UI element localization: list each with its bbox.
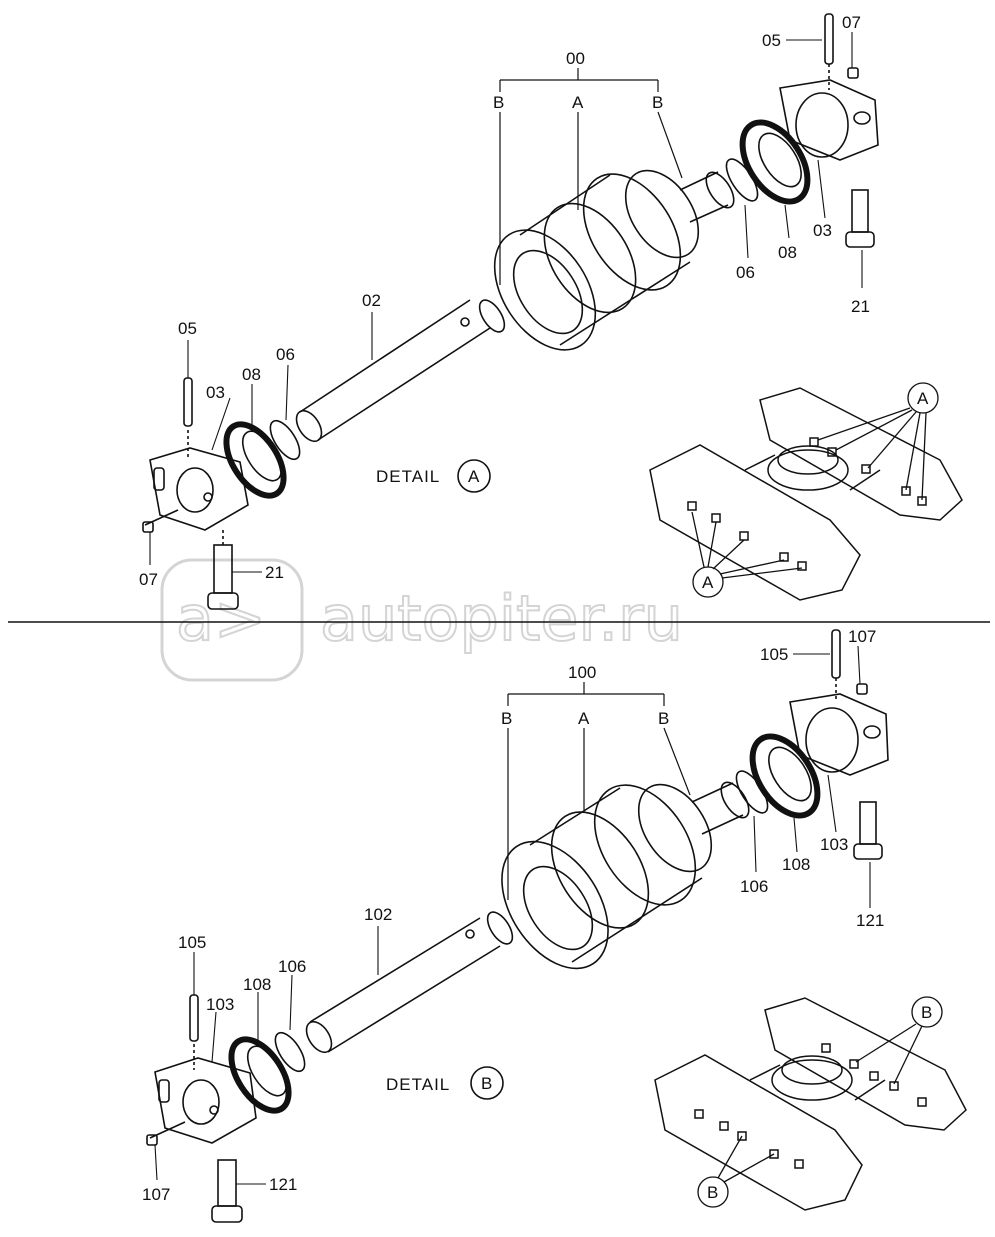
left-oring-06	[269, 419, 301, 461]
detail-b-assembly	[146, 629, 967, 1223]
label-plug-07-left: 07	[139, 570, 158, 589]
label-bolt-21-left: 21	[265, 563, 284, 582]
label-bolt-121-left: 121	[269, 1175, 297, 1194]
group-bracket-00	[499, 68, 683, 285]
label-pin-105-left: 105	[178, 933, 206, 952]
label-b-right-b: B	[658, 709, 669, 728]
right-oring-106	[735, 770, 769, 814]
left-plug-07	[142, 521, 154, 533]
label-plug-107-left: 107	[142, 1185, 170, 1204]
detail-b-caption: DETAIL	[386, 1075, 450, 1094]
label-a-center: A	[572, 93, 584, 112]
frame-a-callout-bottom: A	[702, 573, 714, 592]
watermark: a> autopiter.ru	[160, 558, 684, 682]
label-oring-06-left: 06	[276, 345, 295, 364]
left-oring-106	[274, 1031, 306, 1073]
label-bolt-21-right: 21	[851, 297, 870, 316]
frame-a-callout-top: A	[917, 389, 929, 408]
label-b-left-b: B	[501, 709, 512, 728]
label-bracket-103-left: 103	[206, 995, 234, 1014]
label-bracket-03-right: 03	[813, 221, 832, 240]
group-bracket-100	[507, 682, 691, 900]
label-a-center-b: A	[578, 709, 590, 728]
frame-b-callout-top: B	[921, 1003, 932, 1022]
label-oring-106-left: 106	[278, 957, 306, 976]
label-oring-106-right: 106	[740, 877, 768, 896]
left-plug-107	[146, 1134, 158, 1146]
watermark-text: autopiter.ru	[320, 582, 683, 655]
label-bolt-121-right: 121	[856, 911, 884, 930]
label-seal-108-left: 108	[243, 975, 271, 994]
right-plug-07	[847, 67, 859, 79]
label-seal-08-right: 08	[778, 243, 797, 262]
left-seal-108	[228, 1036, 292, 1114]
left-bolt-21	[207, 530, 239, 610]
shaft-02	[295, 299, 491, 443]
label-bracket-03-left: 03	[206, 383, 225, 402]
label-group-00: 00	[566, 49, 585, 68]
label-shaft-102: 102	[364, 905, 392, 924]
left-bracket-103	[149, 1057, 257, 1144]
detail-b-circle	[470, 1066, 504, 1100]
detail-a-caption: DETAIL	[376, 467, 440, 486]
label-plug-107-right: 107	[848, 627, 876, 646]
label-oring-06-right: 06	[736, 263, 755, 282]
label-pin-05-right: 05	[762, 31, 781, 50]
right-plug-107	[856, 683, 868, 695]
label-plug-07-right: 07	[842, 13, 861, 32]
track-frame-b	[654, 997, 967, 1211]
label-bracket-103-right: 103	[820, 835, 848, 854]
label-pin-105-right: 105	[760, 645, 788, 664]
right-pin-05	[824, 13, 834, 65]
left-pin-105	[189, 994, 199, 1042]
detail-a-letter: A	[468, 467, 480, 486]
detail-a-circle	[457, 459, 491, 493]
right-bolt-121	[853, 801, 883, 860]
detail-b-letter: B	[481, 1074, 492, 1093]
leader-lines-a	[149, 32, 863, 573]
right-bolt-21	[845, 189, 875, 248]
track-frame-a	[649, 387, 963, 601]
label-pin-05-left: 05	[178, 319, 197, 338]
left-bracket-03	[144, 447, 249, 531]
label-shaft-02: 02	[362, 291, 381, 310]
left-seal-08	[223, 421, 287, 499]
left-pin-05	[183, 377, 193, 427]
track-roller-00	[478, 169, 735, 351]
frame-a-callouts	[691, 382, 939, 598]
detail-a-assembly	[142, 13, 963, 610]
labels-detail-b: 100 B A B 102 105 103 108 106 107 121 10…	[142, 627, 932, 1204]
label-b-left: B	[493, 93, 504, 112]
right-pin-105	[831, 629, 841, 679]
labels-detail-a: 00 B A B 02 05 03 08 06 07 21 05 07 06 0…	[139, 13, 929, 592]
frame-b-callouts	[697, 996, 943, 1208]
shaft-102	[305, 917, 501, 1054]
label-seal-08-left: 08	[242, 365, 261, 384]
track-roller-100	[486, 781, 750, 970]
label-seal-108-right: 108	[782, 855, 810, 874]
leader-lines-b	[154, 645, 871, 1185]
right-oring-06	[725, 158, 759, 202]
right-seal-108	[749, 733, 821, 819]
label-group-100: 100	[568, 663, 596, 682]
left-bolt-121	[211, 1159, 243, 1223]
right-seal-08	[739, 119, 811, 205]
frame-b-callout-bottom: B	[707, 1183, 718, 1202]
label-b-right: B	[652, 93, 663, 112]
